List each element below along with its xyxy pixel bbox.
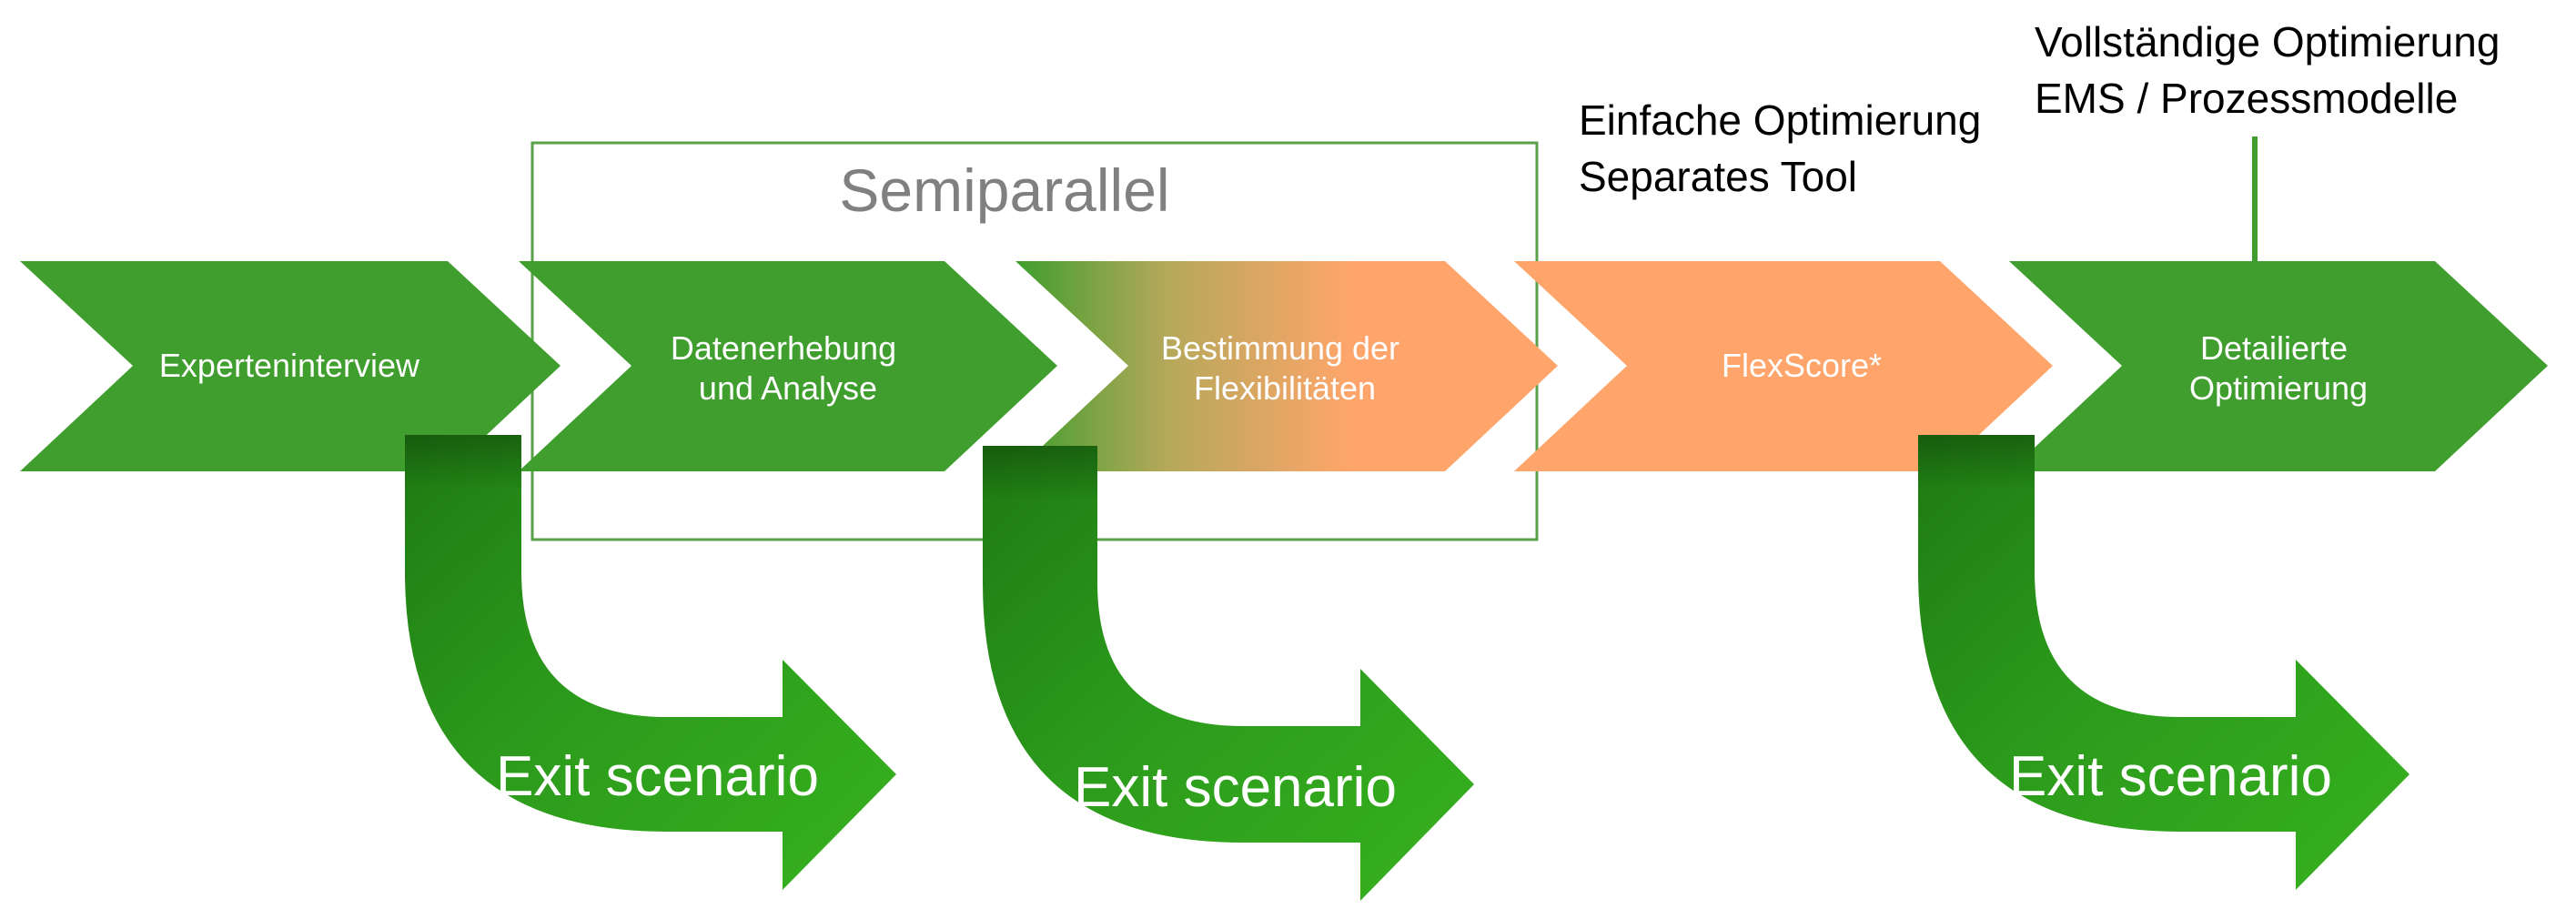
exit-arrow-shadow [1918,435,2035,490]
note-full-optimization: Vollständige Optimierung EMS / Prozessmo… [2035,18,2511,122]
exit-arrow-shape [405,435,896,890]
step-label: Experteninterview [159,347,420,384]
step-chevron-shape [20,261,561,471]
note-simple-optimization: Einfache Optimierung Separates Tool [1579,96,1993,200]
step-detailierte-optimierung: Detailierte Optimierung [2009,261,2548,471]
step-datenerhebung: Datenerhebung und Analyse [519,261,1057,471]
exit-arrow-shadow [983,446,1097,500]
exit-arrow-3: Exit scenario [1918,435,2409,890]
note-pointer-arrow [2244,136,2266,300]
exit-arrow-2: Exit scenario [983,446,1474,901]
step-label: Detailierte Optimierung [2189,329,2368,407]
step-chevron-shape [1015,261,1558,471]
exit-label: Exit scenario [1074,756,1397,819]
exit-label: Exit scenario [496,745,819,808]
semiparallel-title: Semiparallel [839,157,1169,224]
exit-arrow-1: Exit scenario [405,435,896,890]
exit-arrow-shadow [405,435,521,490]
exit-label: Exit scenario [2009,745,2332,808]
step-chevron-shape [2009,261,2548,471]
step-chevron-shape [1514,261,2053,471]
step-label: Datenerhebung und Analyse [671,329,905,407]
step-flexscore: FlexScore* [1514,261,2053,471]
step-label: FlexScore* [1722,347,1882,384]
step-bestimmung-flexibilitaeten: Bestimmung der Flexibilitäten [1015,261,1558,471]
exit-arrow-shape [1918,435,2409,890]
step-chevron-shape [519,261,1057,471]
exit-arrow-shape [983,446,1474,901]
step-label: Bestimmung der Flexibilitäten [1161,329,1409,407]
step-experteninterview: Experteninterview [20,261,561,471]
